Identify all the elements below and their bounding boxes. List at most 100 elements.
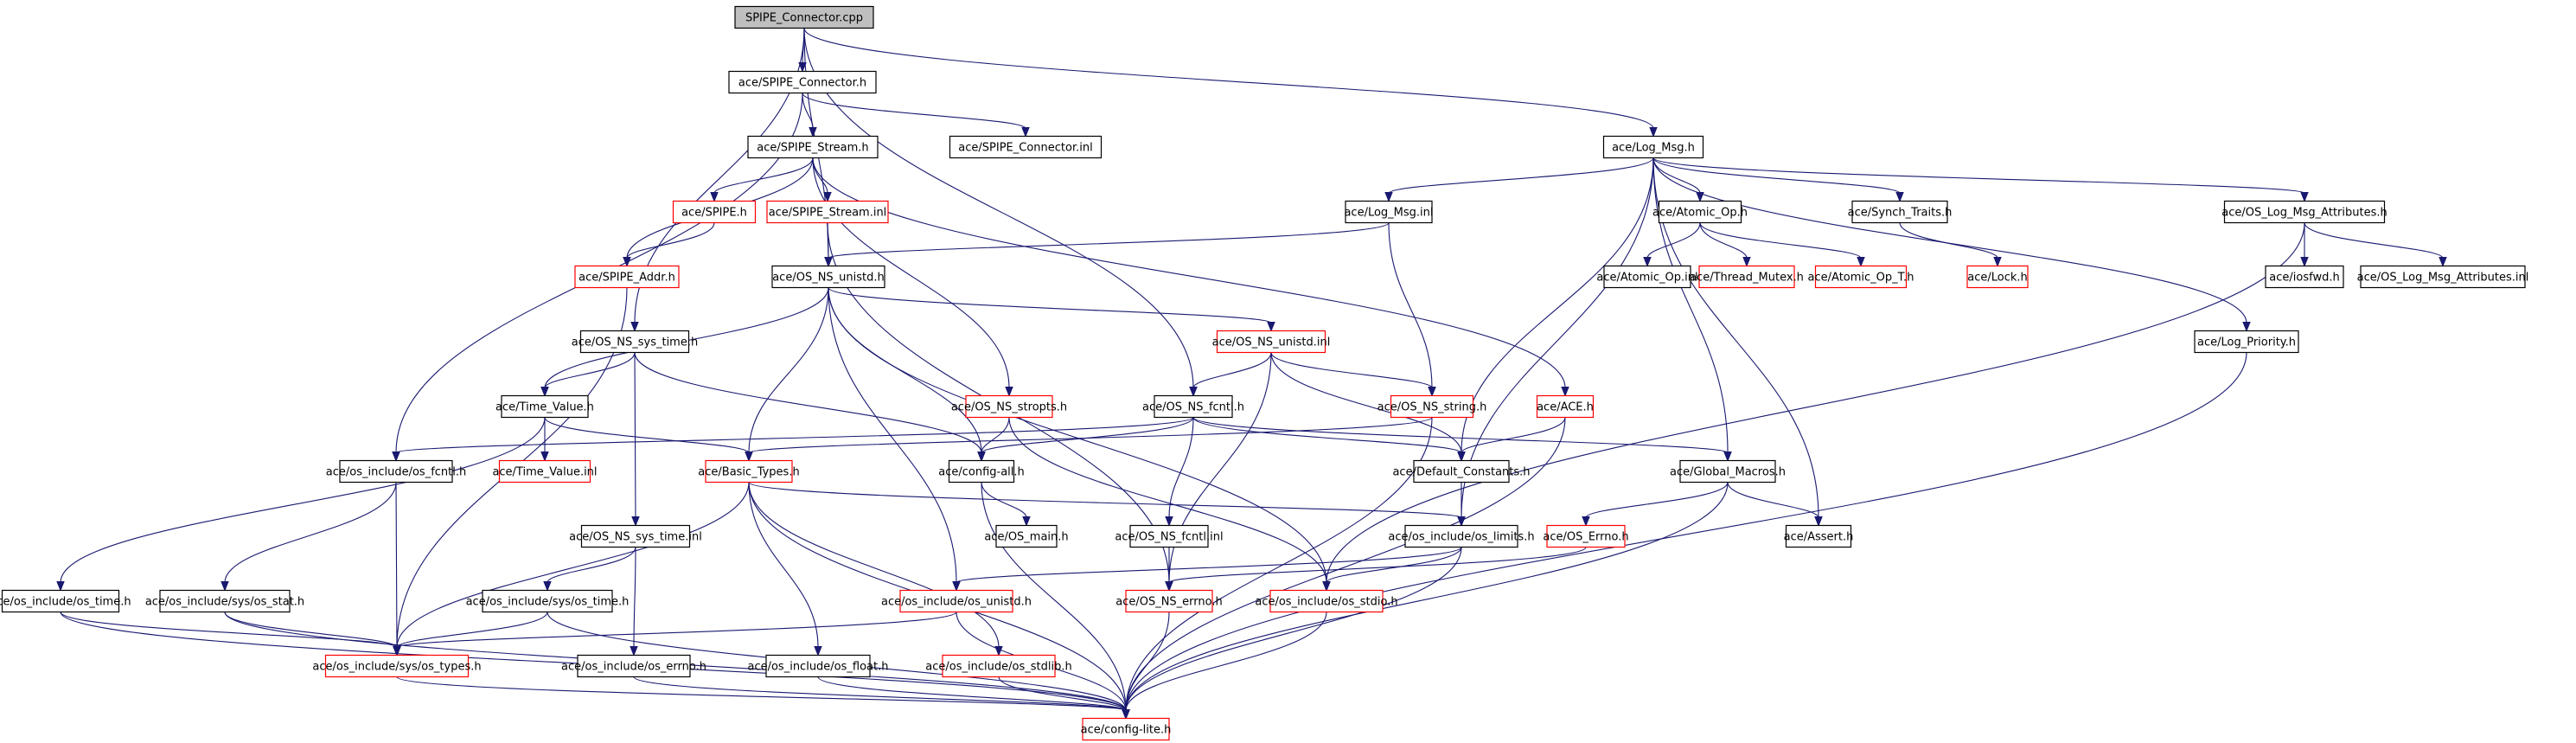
node-label: ace/Thread_Mutex.h [1690,272,1804,285]
graph-node-thread-mutex-h[interactable]: ace/Thread_Mutex.h [1690,265,1804,289]
graph-node-spipe-stream-h[interactable]: ace/SPIPE_Stream.h [747,135,879,159]
graph-node-os-stdlib-h[interactable]: ace/os_include/os_stdlib.h [925,654,1072,678]
graph-node-iosfwd-h[interactable]: ace/iosfwd.h [2265,265,2344,289]
graph-node-log-msg-inl[interactable]: ace/Log_Msg.inl [1344,200,1434,224]
graph-node-synch-traits-h[interactable]: ace/Synch_Traits.h [1848,200,1953,224]
graph-node-os-unistd-h[interactable]: ace/os_include/os_unistd.h [881,589,1032,613]
edge-os-errno-h-to-config-lite-h [633,676,1127,712]
arrowhead-icon [1857,257,1865,267]
arrowhead-icon [392,452,400,462]
arrowhead-icon [1814,516,1823,527]
graph-node-os-time-h[interactable]: ace/os_include/os_time.h [0,589,131,613]
graph-node-os-ns-sys-time-inl[interactable]: ace/OS_NS_sys_time.inl [569,524,702,548]
graph-node-spipe-connector-h[interactable]: ace/SPIPE_Connector.h [728,70,877,94]
graph-node-log-msg-h[interactable]: ace/Log_Msg.h [1602,135,1704,159]
graph-node-assert-h[interactable]: ace/Assert.h [1784,524,1854,548]
node-box [1602,135,1704,159]
node-box [942,654,1056,678]
graph-node-config-all-h[interactable]: ace/config-all.h [938,459,1025,484]
graph-node-sys-os-stat-h[interactable]: ace/os_include/sys/os_stat.h [145,589,304,613]
graph-node-ace-h[interactable]: ace/ACE.h [1536,394,1595,419]
node-box [501,394,589,419]
arrowhead-icon [1428,387,1436,397]
graph-node-os-errno-cap-h[interactable]: ace/OS_Errno.h [1543,524,1629,548]
node-label: ace/Time_Value.h [495,401,594,414]
graph-node-spipe-stream-inl[interactable]: ace/SPIPE_Stream.inl [766,200,889,224]
node-box [1603,265,1691,289]
arrowhead-icon [710,192,719,202]
node-box [1390,394,1474,419]
graph-node-time-value-inl[interactable]: ace/Time_Value.inl [492,459,598,484]
graph-node-os-ns-unistd-inl[interactable]: ace/OS_NS_unistd.inl [1212,330,1331,354]
graph-node-default-constants-h[interactable]: ace/Default_Constants.h [1392,459,1531,484]
node-box [728,70,877,94]
node-label: ace/OS_NS_sys_time.inl [569,531,702,544]
edge-os-stdlib-h-to-config-lite-h [998,676,1127,712]
node-box [324,654,470,678]
graph-node-sys-os-types-h[interactable]: ace/os_include/sys/os_types.h [312,654,482,678]
graph-node-os-ns-errno-h[interactable]: ace/OS_NS_errno.h [1115,589,1223,613]
graph-node-os-fcntl-h[interactable]: ace/os_include/os_fcntl.h [326,459,466,484]
edge-global-macros-h-to-os-errno-cap-h [1585,482,1729,519]
node-box [498,459,591,484]
graph-node-atomic-op-t-h[interactable]: ace/Atomic_Op_T.h [1808,265,1914,289]
edge-synch-traits-h-to-lock-h [1899,222,1998,259]
node-box [766,200,889,224]
edge-root-to-log-msg-h [803,28,1654,129]
node-label: ace/iosfwd.h [2269,272,2339,285]
graph-node-atomic-op-h[interactable]: ace/Atomic_Op.h [1652,200,1748,224]
node-label: ace/SPIPE_Stream.inl [769,207,887,220]
edge-os-float-h-to-config-lite-h [817,676,1127,712]
graph-node-root[interactable]: SPIPE_Connector.cpp [734,5,874,29]
node-label: ace/os_include/os_errno.h [561,661,706,674]
graph-node-os-ns-string-h[interactable]: ace/OS_NS_string.h [1377,394,1487,419]
node-label: ace/OS_NS_stropts.h [951,401,1067,414]
graph-node-global-macros-h[interactable]: ace/Global_Macros.h [1670,459,1786,484]
node-label: ace/SPIPE.h [681,207,747,220]
graph-node-os-stdio-h[interactable]: ace/os_include/os_stdio.h [1255,589,1398,613]
graph-node-os-ns-fcntl-h[interactable]: ace/OS_NS_fcntl.h [1142,394,1244,419]
arrowhead-icon [1267,322,1275,332]
graph-node-os-ns-sys-time-h[interactable]: ace/OS_NS_sys_time.h [572,330,698,354]
graph-node-os-errno-h[interactable]: ace/os_include/os_errno.h [561,654,706,678]
graph-node-os-ns-fcntl-inl[interactable]: ace/OS_NS_fcntl.inl [1115,524,1224,548]
arrowhead-icon [814,646,822,657]
graph-node-os-ns-stropts-h[interactable]: ace/OS_NS_stropts.h [951,394,1067,419]
graph-node-sys-os-time-h[interactable]: ace/os_include/sys/os_time.h [466,589,630,613]
graph-node-log-priority-h[interactable]: ace/Log_Priority.h [2194,330,2299,354]
arrowhead-icon [1895,192,1904,202]
node-box [1536,394,1595,419]
edge-os-limits-h-to-config-lite-h [1125,547,1462,711]
graph-node-os-float-h[interactable]: ace/os_include/os_float.h [747,654,889,678]
graph-node-os-ns-unistd-h[interactable]: ace/OS_NS_unistd.h [771,265,885,289]
arrowhead-icon [798,62,807,73]
graph-node-spipe-connector-inl[interactable]: ace/SPIPE_Connector.inl [949,135,1103,159]
node-box [1,589,120,613]
arrowhead-icon [1165,516,1173,527]
edge-os-ns-sys-time-h-to-config-all-h [634,352,982,453]
node-label: ace/OS_Errno.h [1543,531,1628,544]
node-label: ace/OS_NS_string.h [1377,401,1487,414]
graph-node-os-log-msg-attr-inl[interactable]: ace/OS_Log_Msg_Attributes.inl [2357,265,2529,289]
edge-atomic-op-h-to-atomic-op-inl [1646,222,1701,259]
node-box [949,135,1103,159]
graph-node-time-value-h[interactable]: ace/Time_Value.h [495,394,594,419]
edge-os-ns-sys-time-inl-to-sys-os-time-h [547,547,636,583]
edge-os-ns-fcntl-h-to-os-fcntl-h [395,417,1194,454]
graph-node-os-main-h[interactable]: ace/OS_main.h [984,524,1069,548]
graph-node-spipe-h[interactable]: ace/SPIPE.h [672,200,757,224]
graph-node-basic-types-h[interactable]: ace/Basic_Types.h [698,459,800,484]
node-box [159,589,291,613]
node-label: ace/OS_main.h [984,531,1068,544]
node-label: ace/SPIPE_Connector.h [738,77,866,90]
graph-node-os-log-msg-attr-h[interactable]: ace/OS_Log_Msg_Attributes.h [2221,200,2387,224]
graph-node-lock-h[interactable]: ace/Lock.h [1966,265,2029,289]
graph-node-atomic-op-inl[interactable]: ace/Atomic_Op.inl [1596,265,1698,289]
graph-node-spipe-addr-h[interactable]: ace/SPIPE_Addr.h [574,265,680,289]
edge-sys-os-time-h-to-sys-os-types-h [396,612,548,649]
edge-basic-types-h-to-os-float-h [748,482,819,648]
node-box [948,459,1015,484]
graph-node-os-limits-h[interactable]: ace/os_include/os_limits.h [1388,524,1535,548]
edge-log-msg-h-to-log-msg-inl [1388,157,1654,195]
graph-node-config-lite-h[interactable]: ace/config-lite.h [1081,717,1172,741]
